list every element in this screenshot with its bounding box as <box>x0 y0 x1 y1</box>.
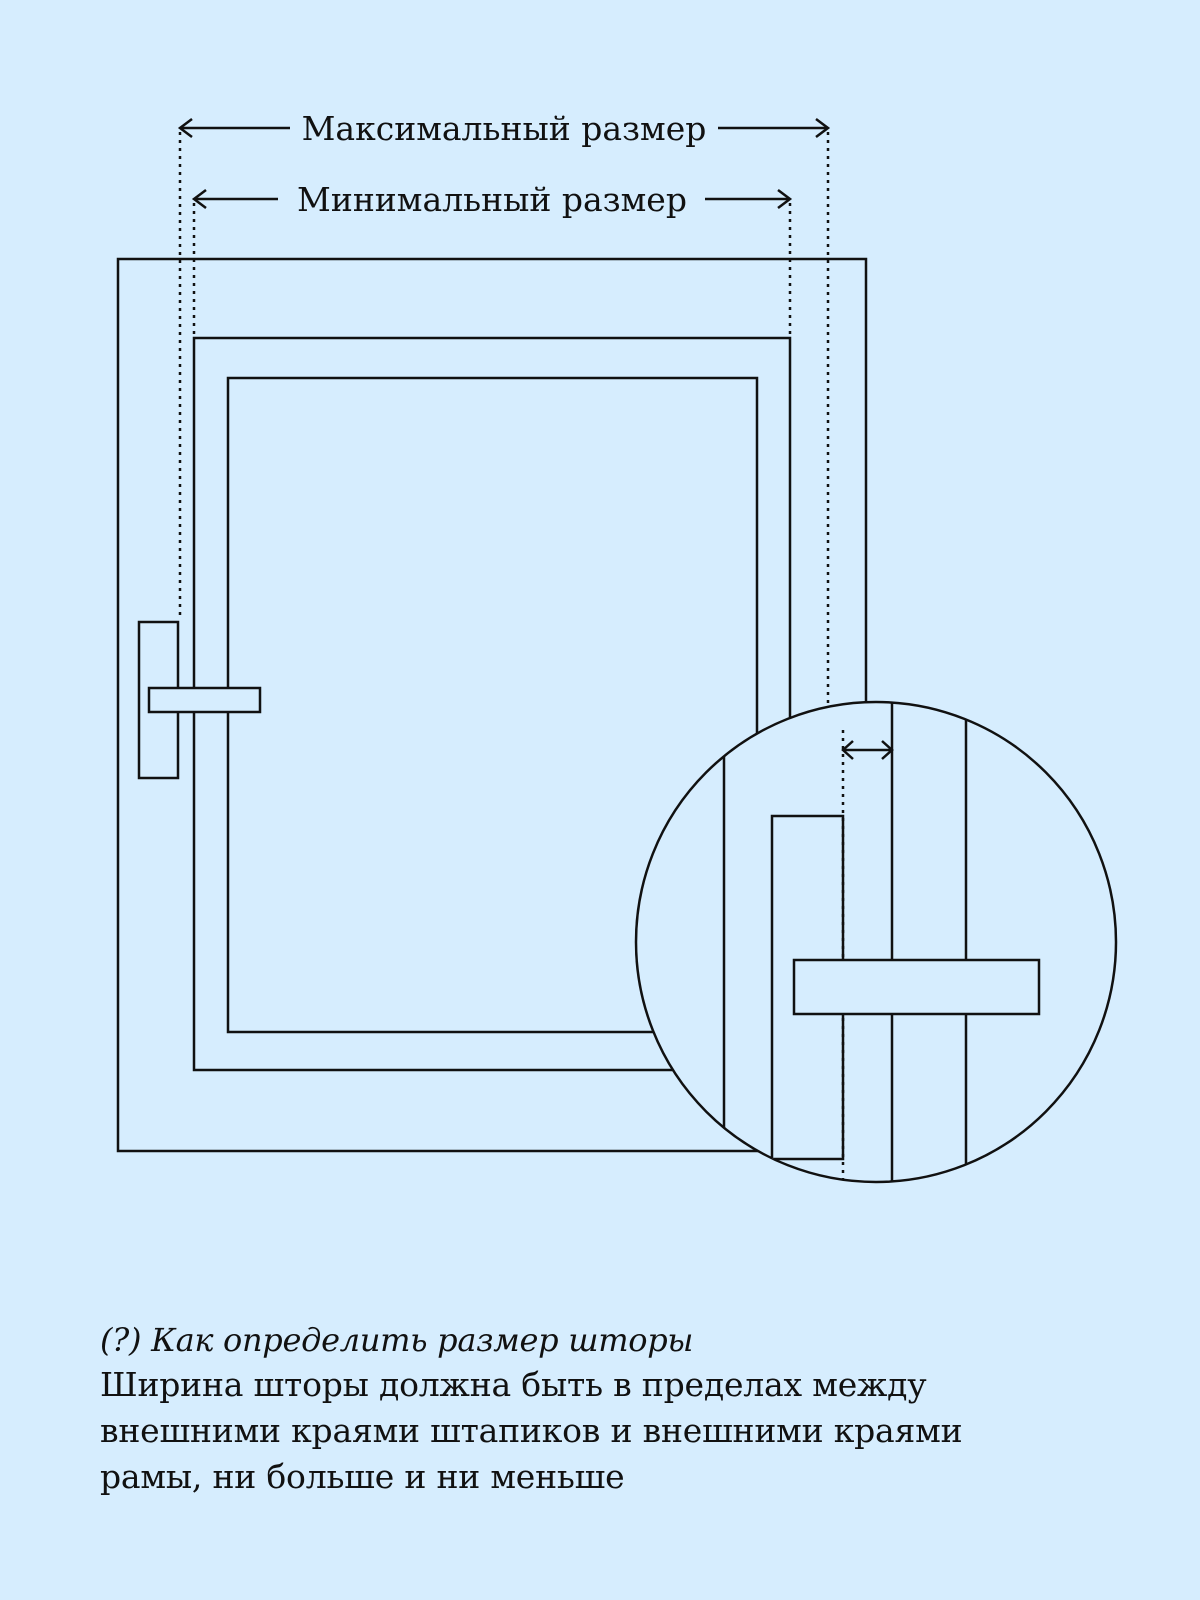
handle-lever <box>147 686 262 714</box>
caption: (?) Как определить размер шторы Ширина ш… <box>100 1318 1140 1500</box>
min-size-label: Минимальный размер <box>297 180 687 219</box>
caption-title: (?) Как определить размер шторы <box>100 1321 694 1359</box>
zoom-handle-lever <box>792 958 1041 1016</box>
magnifier-lens <box>634 700 1118 1184</box>
window <box>116 257 868 1153</box>
arrow-left-icon <box>177 118 193 138</box>
max-size-dimension <box>177 118 831 705</box>
arrow-left-icon <box>191 189 207 209</box>
arrow-right-icon <box>815 118 831 138</box>
caption-body: Ширина шторы должна быть в пределах межд… <box>100 1365 963 1496</box>
arrow-right-icon <box>777 189 793 209</box>
max-size-label: Максимальный размер <box>302 109 707 148</box>
min-size-dimension <box>191 189 793 336</box>
